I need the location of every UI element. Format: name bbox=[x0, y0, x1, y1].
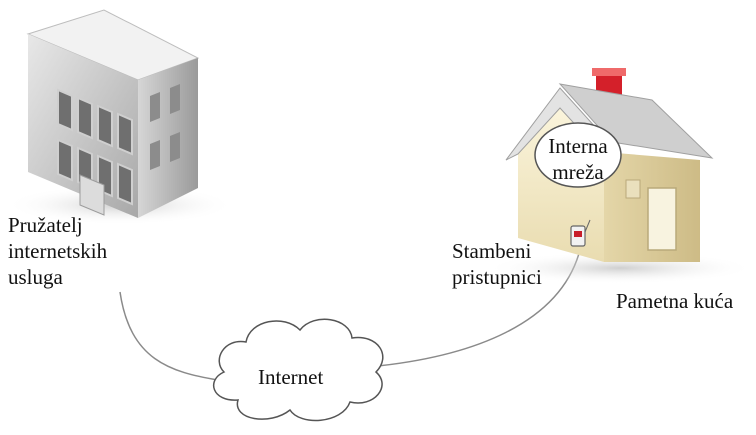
isp-to-internet-cable bbox=[119, 291, 219, 381]
smart-home-label: Pametna kuća bbox=[616, 289, 734, 313]
internal-network-label: Interna mreža bbox=[548, 134, 608, 184]
residential-gateway-label: Stambeni pristupnici bbox=[452, 239, 542, 289]
isp-building-icon bbox=[5, 9, 235, 225]
internal-network-bubble bbox=[534, 122, 622, 188]
residential-gateway-icon bbox=[570, 219, 591, 247]
internet-label: Internet bbox=[258, 365, 324, 389]
internet-cloud-icon bbox=[213, 318, 384, 422]
isp-label: Pružatelj internetskih usluga bbox=[8, 213, 108, 289]
